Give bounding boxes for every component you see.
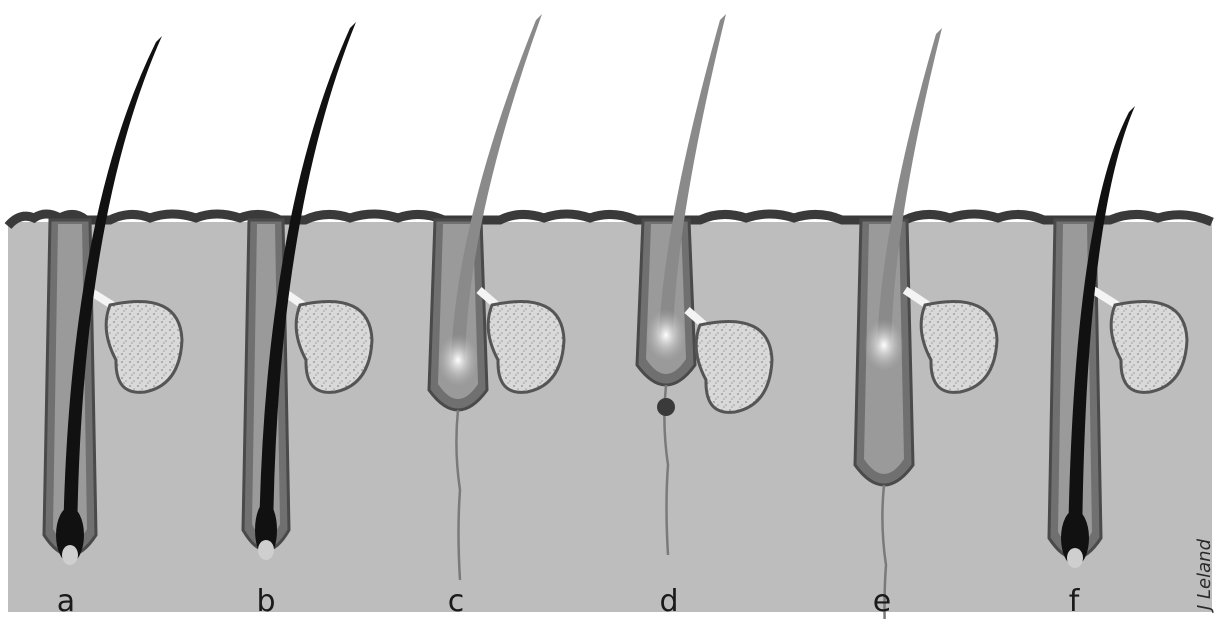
sebaceous-gland-f [1111, 302, 1187, 393]
club-hair-c [438, 334, 478, 386]
papilla-knot-d [657, 398, 675, 416]
panel-label-d: d [659, 584, 678, 619]
panel-label-e: e [873, 584, 891, 619]
sebaceous-gland-b [296, 302, 372, 393]
sebaceous-gland-a [106, 302, 182, 393]
artist-signature: J Leland [1194, 538, 1215, 613]
panel-label-b: b [256, 584, 275, 619]
dermal-papilla-f [1067, 548, 1083, 568]
dermis [8, 222, 1212, 612]
club-hair-d [646, 309, 686, 361]
dermal-papilla-b [258, 540, 274, 560]
panel-label-a: a [57, 584, 75, 619]
dermal-papilla-a [62, 545, 78, 565]
sebaceous-gland-e [921, 302, 997, 393]
panel-label-f: f [1069, 584, 1081, 619]
panel-label-c: c [448, 584, 465, 619]
club-hair-e [864, 319, 904, 371]
sebaceous-gland-d [696, 322, 772, 413]
sebaceous-gland-c [488, 302, 564, 393]
